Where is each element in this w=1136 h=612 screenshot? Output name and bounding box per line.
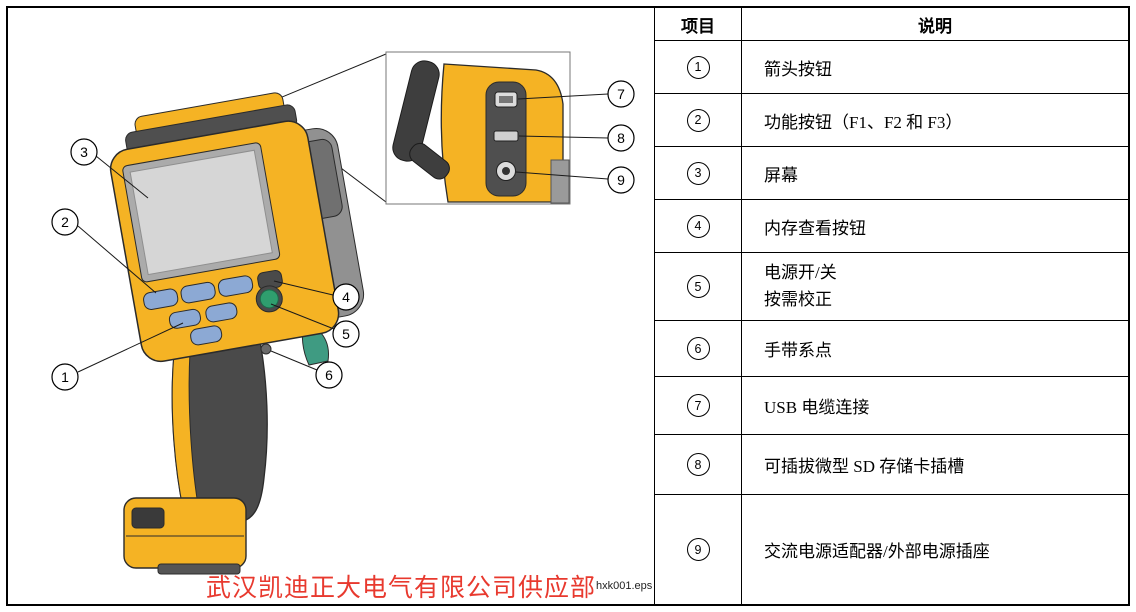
table-row: 7 USB 电缆连接 [655,377,1128,435]
manual-page: 1 2 3 4 5 [6,6,1130,606]
item-description: 交流电源适配器/外部电源插座 [764,542,990,561]
callout-1: 1 [51,363,79,391]
callout-8: 8 [607,124,635,152]
callout-7-label: 7 [617,86,625,102]
camera-figure: 1 2 3 4 5 [51,51,635,575]
item-number-badge: 2 [686,108,710,132]
camera-head [109,92,365,363]
sd-card-slot [493,130,519,142]
callout-4: 4 [332,283,360,311]
item-number-badge: 9 [686,538,710,561]
callout-1-label: 1 [61,369,69,385]
table-row: 5 电源开/关 按需校正 [655,253,1128,321]
item-number-badge: 5 [686,275,710,298]
item-description: USB 电缆连接 [764,398,870,417]
battery-base [123,497,247,575]
item-number-badge: 6 [686,337,710,360]
supplier-watermark: 武汉凯迪正大电气有限公司供应部 [206,575,597,602]
item-description: 功能按钮（F1、F2 和 F3） [764,112,963,132]
callout-6-label: 6 [325,367,333,383]
item-description: 箭头按钮 [764,59,832,79]
callout-5-label: 5 [342,326,350,342]
power-jack [496,161,516,181]
figure-filename: hxk001.eps [596,580,653,592]
item-description: 内存查看按钮 [764,218,866,238]
callout-7: 7 [607,80,635,108]
item-number-badge: 3 [686,161,710,185]
header-item: 项目 [655,8,742,40]
table-row: 4 内存查看按钮 [655,200,1128,253]
connector-detail-inset [385,51,571,205]
callout-6: 6 [315,361,343,389]
item-description: 手带系点 [764,341,832,360]
figure-area: 1 2 3 4 5 [8,8,654,604]
function-buttons [143,275,254,310]
table-row: 6 手带系点 [655,321,1128,377]
table-row: 3 屏幕 [655,147,1128,200]
strap-point [260,343,272,355]
callout-3: 3 [70,138,98,166]
callout-leader-lines [77,93,609,373]
table-row: 9 交流电源适配器/外部电源插座 [655,495,1128,604]
table-row: 1 箭头按钮 [655,41,1128,94]
item-description: 电源开/关 按需校正 [742,253,1128,320]
battery-latch [131,507,165,529]
table-header-row: 项目 说明 [655,8,1128,41]
header-description: 说明 [918,16,952,36]
callout-2: 2 [51,208,79,236]
table-row: 2 功能按钮（F1、F2 和 F3） [655,94,1128,147]
item-number-badge: 7 [686,394,710,417]
callouts: 1 2 3 4 5 [51,80,635,391]
callout-2-label: 2 [61,214,69,230]
item-number-badge: 8 [686,453,710,476]
connector-cover-flap [392,60,440,162]
callout-4-label: 4 [342,289,350,305]
item-description: 可插拔微型 SD 存储卡插槽 [764,457,965,476]
description-line: 按需校正 [764,289,832,309]
table-row: 8 可插拔微型 SD 存储卡插槽 [655,435,1128,495]
item-number-badge: 4 [686,214,710,238]
callout-9: 9 [607,166,635,194]
arrow-buttons [168,302,238,346]
parts-table: 项目 说明 1 箭头按钮 2 功能按钮（F1、F2 和 F3） 3 屏幕 4 内… [654,8,1128,604]
item-description: 屏幕 [764,165,798,185]
callout-3-label: 3 [80,144,88,160]
callout-8-label: 8 [617,130,625,146]
camera-grip [171,323,329,523]
description-line: 电源开/关 [764,263,837,283]
usb-port [494,91,518,108]
callout-9-label: 9 [617,172,625,188]
callout-5: 5 [332,320,360,348]
item-number-badge: 1 [686,55,710,79]
